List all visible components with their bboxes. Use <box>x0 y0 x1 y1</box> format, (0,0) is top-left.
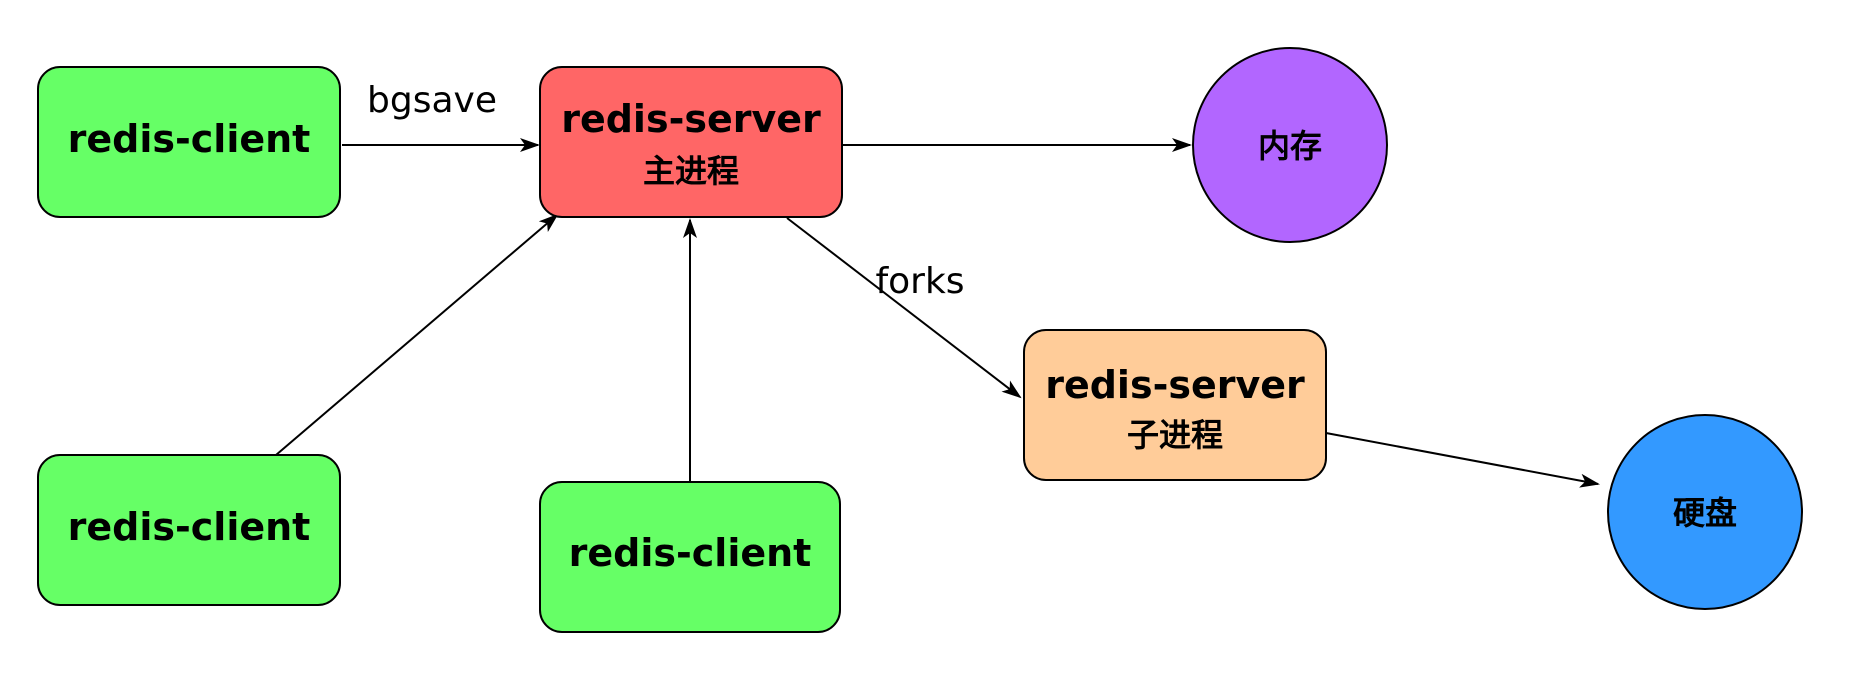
node-disk: 硬盘 <box>1607 414 1803 610</box>
edge-client-2-to-main-arrow <box>275 213 559 456</box>
node-title: redis-client <box>569 531 812 575</box>
node-redis-client-1: redis-client <box>37 66 341 218</box>
edge-bgsave-label: bgsave <box>367 80 497 121</box>
node-memory: 内存 <box>1192 47 1388 243</box>
node-label: 硬盘 <box>1673 494 1737 532</box>
node-redis-client-2: redis-client <box>37 454 341 606</box>
node-subtitle: 主进程 <box>643 152 739 190</box>
node-subtitle: 子进程 <box>1127 416 1223 454</box>
node-redis-client-3: redis-client <box>539 481 841 633</box>
edge-child-to-disk-arrow <box>1325 432 1600 488</box>
node-redis-server-child: redis-server 子进程 <box>1023 329 1327 481</box>
node-box <box>539 481 841 633</box>
node-title: redis-server <box>1045 363 1305 407</box>
node-title: redis-client <box>68 117 311 161</box>
node-box <box>37 66 341 218</box>
edge-forks-arrow <box>786 217 1022 399</box>
node-box <box>37 454 341 606</box>
edge-forks-label: forks <box>875 261 964 302</box>
node-redis-server-main: redis-server 主进程 <box>539 66 843 218</box>
node-label: 内存 <box>1258 127 1322 165</box>
node-box <box>1023 329 1327 481</box>
node-circle <box>1607 414 1803 610</box>
node-title: redis-client <box>68 505 311 549</box>
node-title: redis-server <box>561 97 821 141</box>
node-circle <box>1192 47 1388 243</box>
node-box <box>539 66 843 218</box>
